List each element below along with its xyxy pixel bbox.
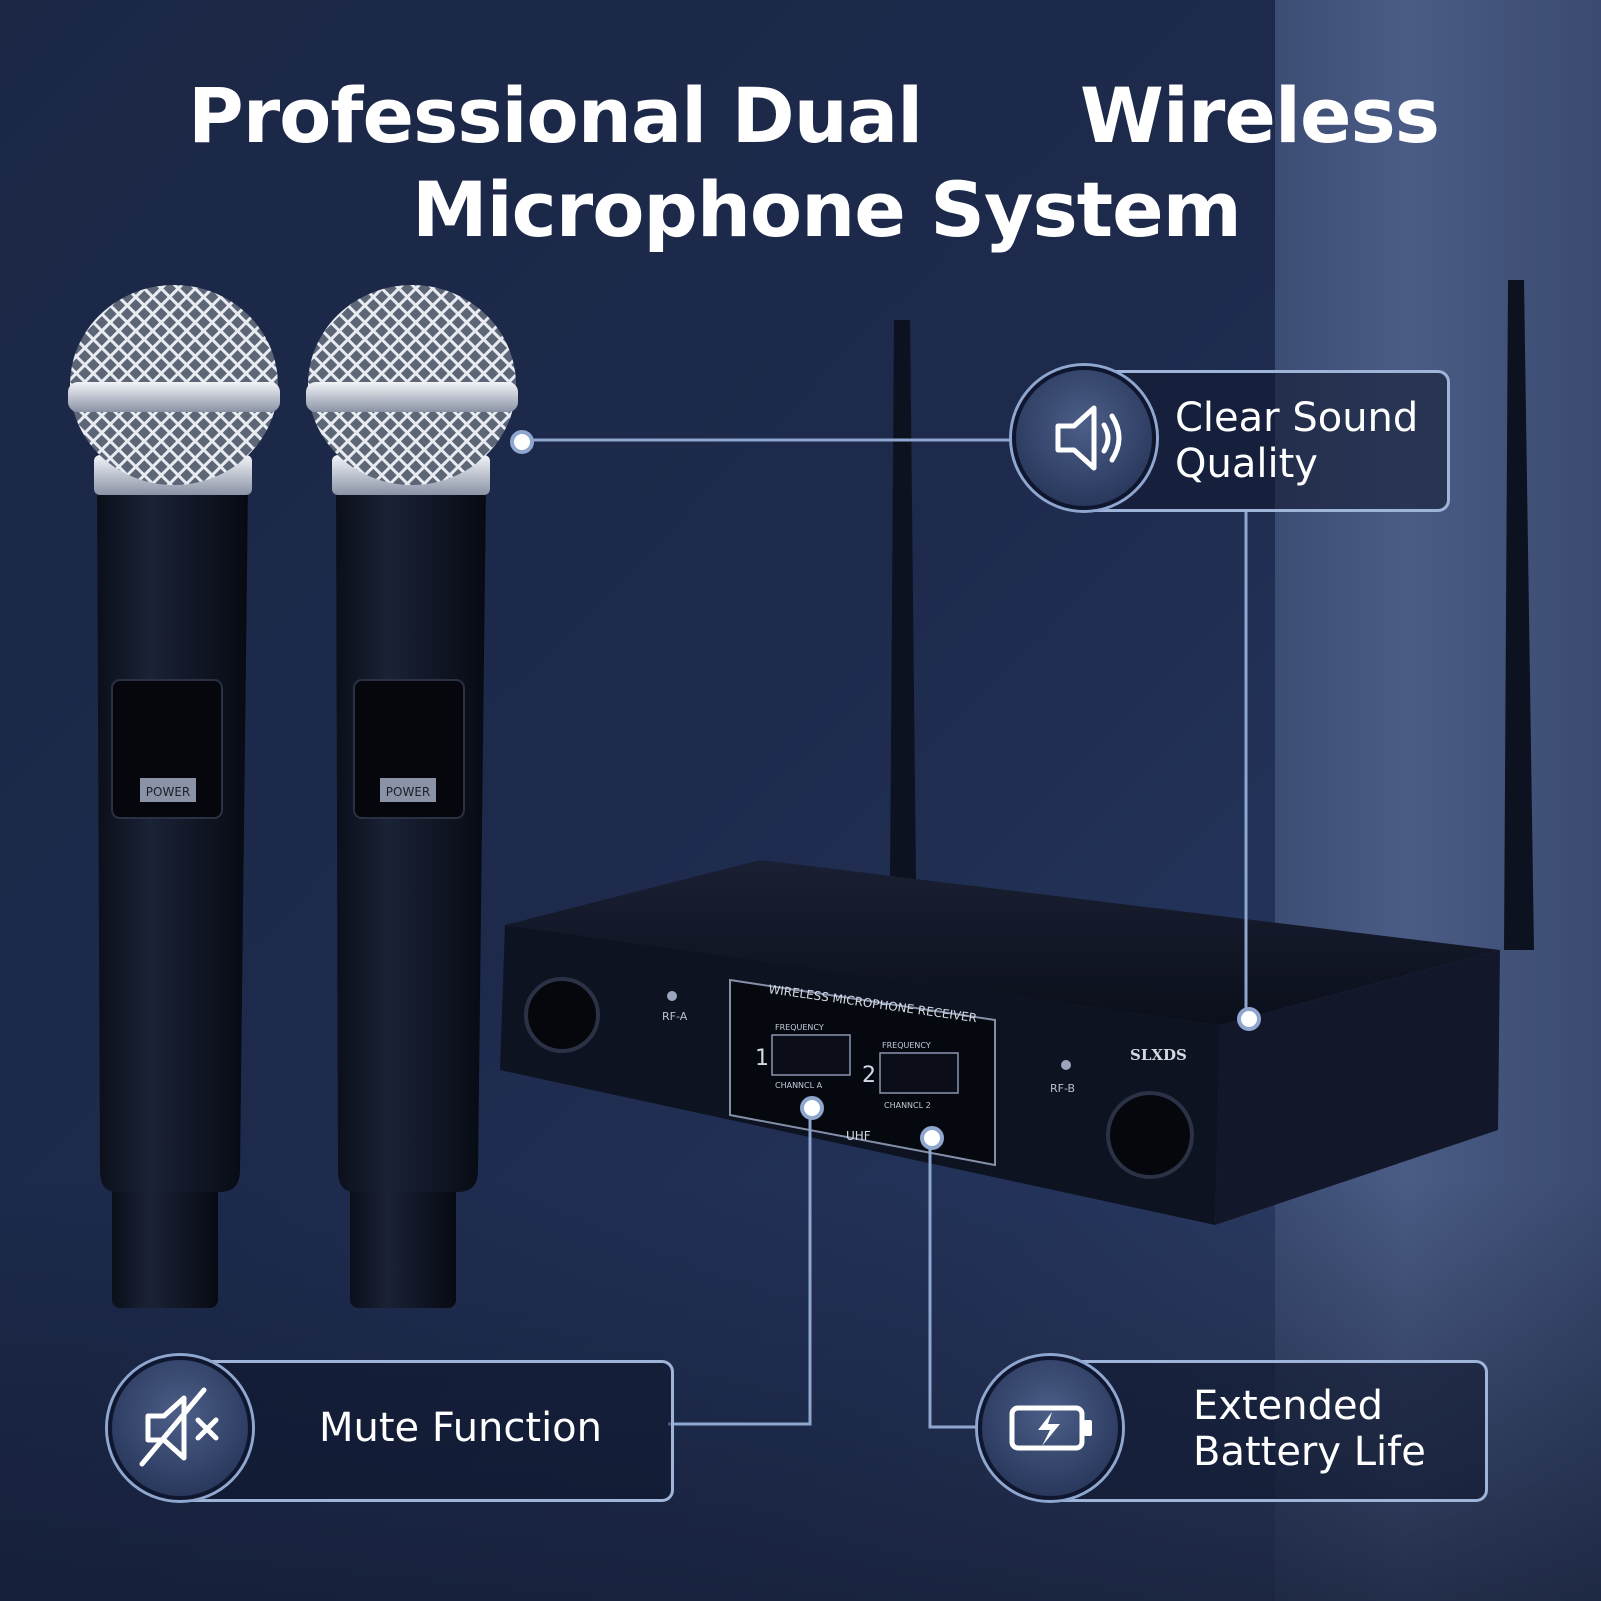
callout-battery-line2: Battery Life — [1193, 1429, 1426, 1475]
callout-connectors — [520, 438, 1248, 1429]
microphone-1 — [68, 285, 280, 1308]
microphone-2 — [306, 285, 518, 1308]
channel-1-number: 1 — [755, 1046, 769, 1071]
battery-charging-icon — [1009, 1405, 1092, 1451]
headline-line1-left: Professional Dual — [188, 71, 923, 160]
callout-battery: Extended Battery Life — [1040, 1360, 1488, 1502]
receiver-unit — [500, 280, 1534, 1225]
connector-dot-mic — [510, 430, 534, 454]
receiver-rf-b: RF-B — [1050, 1082, 1075, 1095]
receiver-brand: SLXDS — [1130, 1046, 1187, 1064]
mic-2-power-label: POWER — [386, 785, 430, 799]
callout-clear-sound-line2: Quality — [1175, 441, 1318, 487]
mic-1-power-label: POWER — [146, 785, 190, 799]
speaker-badge — [1012, 366, 1156, 510]
callout-battery-line1: Extended — [1193, 1383, 1383, 1429]
battery-badge — [978, 1356, 1122, 1500]
headline-line2: Microphone System — [412, 165, 1242, 254]
connector-dot-channel-1 — [800, 1096, 824, 1120]
channel-1-channel-label: CHANNCL A — [775, 1081, 823, 1090]
receiver-rf-a: RF-A — [662, 1010, 688, 1023]
channel-1-frequency-label: FREQUENCY — [775, 1023, 824, 1032]
receiver-band: UHF — [846, 1129, 871, 1143]
channel-2-number: 2 — [862, 1063, 876, 1088]
mute-badge — [108, 1356, 252, 1500]
callout-mute-label: Mute Function — [319, 1405, 603, 1451]
channel-2-frequency-label: FREQUENCY — [882, 1041, 931, 1050]
speaker-icon — [1055, 405, 1122, 471]
channel-2-channel-label: CHANNCL 2 — [884, 1101, 931, 1110]
connector-dot-channel-2 — [920, 1126, 944, 1150]
connector-dot-receiver — [1237, 1007, 1261, 1031]
callout-clear-sound-line1: Clear Sound — [1175, 395, 1419, 441]
headline-line1-right: Wireless — [1080, 71, 1440, 160]
mute-icon — [139, 1387, 219, 1467]
